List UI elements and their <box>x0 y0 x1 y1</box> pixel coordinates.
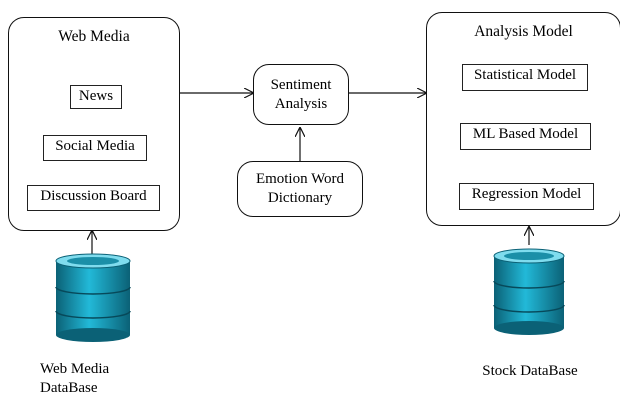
ml-based-model-box: ML Based Model <box>460 123 591 150</box>
dictionary-line2: Dictionary <box>267 190 333 206</box>
web-media-database-icon <box>55 253 131 342</box>
stock-database-icon <box>493 248 565 335</box>
news-box: News <box>70 85 122 109</box>
sentiment-analysis-box: Sentiment Analysis <box>253 64 349 125</box>
web-media-title: Web Media <box>58 28 130 45</box>
regression-model-box: Regression Model <box>459 183 594 210</box>
dictionary-line1: Emotion Word <box>255 171 345 187</box>
emotion-word-dictionary-box: Emotion Word Dictionary <box>237 161 363 217</box>
web-media-database-label: Web Media DataBase <box>40 360 150 398</box>
sentiment-line2: Analysis <box>274 95 328 112</box>
discussion-board-box: Discussion Board <box>27 185 160 211</box>
analysis-model-title: Analysis Model <box>474 23 573 40</box>
statistical-model-box: Statistical Model <box>462 64 588 91</box>
stock-database-label: Stock DataBase <box>482 363 578 379</box>
social-media-box: Social Media <box>43 135 147 161</box>
web-db-line1: Web Media <box>40 361 110 377</box>
sentiment-line1: Sentiment <box>270 76 332 93</box>
web-db-line2: DataBase <box>40 380 98 396</box>
